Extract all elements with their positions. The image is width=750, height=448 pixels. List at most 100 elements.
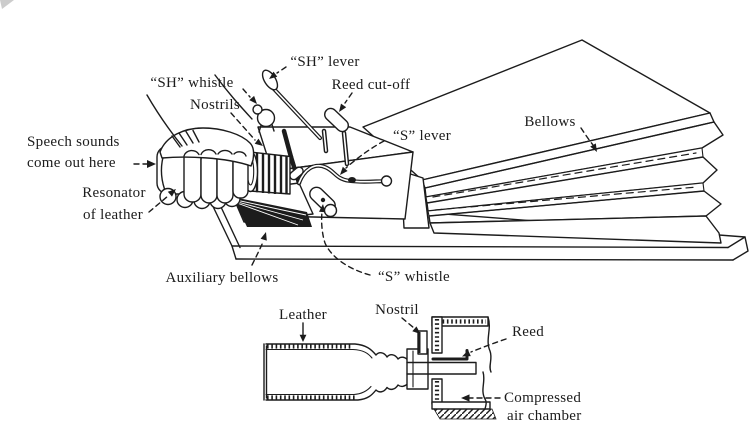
bottle-top-wall [265, 343, 409, 361]
s-lever-wire [289, 163, 393, 187]
s-whistle-dot [320, 197, 326, 203]
finger [200, 151, 218, 204]
label-speech-sounds-line1: Speech sounds [27, 134, 120, 150]
leader-bellows [580, 127, 597, 152]
label-compressed-line1: Compressed [504, 390, 581, 406]
chamber-bottom-hatch [433, 408, 497, 420]
main-figure: Speech sounds come out here Resonator of… [27, 39, 749, 286]
leader-auxiliary-bellows [251, 232, 267, 266]
label-nostrils: Nostrils [190, 97, 240, 113]
label-s-whistle: “S” whistle [378, 269, 450, 285]
bellows-board-2-dash [434, 186, 698, 211]
aux-bellows-pleat-lines [235, 199, 307, 226]
bellows-board-1-dash [432, 152, 697, 198]
leader-dash [148, 195, 169, 213]
fitting-block [406, 348, 429, 390]
leader-dash [470, 338, 507, 353]
nostril-tube-dark-1 [281, 128, 294, 160]
arrowhead [461, 394, 470, 402]
arrowhead [590, 143, 597, 152]
leader-reed [462, 338, 507, 357]
leader-dash [580, 127, 594, 146]
bellows-bottom-board [429, 215, 722, 244]
arrowhead [260, 232, 267, 241]
reed-tube [406, 361, 477, 375]
label-speech-sounds-line2: come out here [27, 155, 116, 171]
label-reed-cutoff: Reed cut-off [332, 77, 411, 93]
arrowhead [269, 71, 278, 79]
cutoff-pin-1-core [323, 130, 327, 152]
chamber-left-wall-lower [431, 378, 443, 405]
arrowhead [249, 95, 257, 104]
chamber-bottom-wall [431, 401, 491, 410]
label-auxiliary-bellows: Auxiliary bellows [165, 270, 278, 286]
label-compressed-line2: air chamber [507, 408, 582, 424]
leader-nostrils [230, 112, 263, 146]
bellows-board-2 [427, 182, 705, 217]
inset-figure: Leather Nostril Reed Compressed air cham… [263, 302, 582, 424]
sh-whistle-knob [252, 104, 263, 115]
nostril-fitting [406, 330, 429, 390]
leader-compressed-air [461, 394, 501, 402]
s-whistle-ball [323, 203, 338, 218]
leather-bottle [263, 343, 409, 401]
wrist-outline [146, 74, 253, 147]
bellows-pleat-1 [424, 121, 724, 198]
leader-lines [133, 66, 597, 276]
leader-dash [230, 112, 256, 141]
label-nostril: Nostril [375, 302, 419, 318]
label-resonator-line2: of leather [83, 207, 143, 223]
cutoff-handle [324, 107, 349, 133]
inset-leader-lines [299, 317, 507, 402]
labels: Speech sounds come out here Resonator of… [27, 54, 575, 286]
hand [146, 74, 255, 210]
leader-leather [299, 322, 307, 342]
board-right-end [727, 236, 749, 261]
chamber-torn-edge-upper [487, 316, 492, 373]
label-reed: Reed [512, 324, 544, 340]
arrowhead [167, 189, 176, 197]
s-lever-joint [348, 177, 356, 183]
label-resonator-line1: Resonator [82, 185, 146, 201]
board-front-edges [231, 245, 734, 261]
nostril-tube [417, 330, 428, 355]
label-sh-whistle: “SH” whistle [150, 75, 233, 91]
leader-dash [344, 92, 353, 104]
leader-s-lever [340, 140, 385, 175]
reed-cutoff-part [321, 107, 350, 167]
leader-sh-whistle [242, 88, 257, 104]
arrowhead [339, 103, 347, 112]
sh-whistle-neck [258, 123, 275, 133]
leader-dash [242, 88, 251, 98]
label-sh-lever: “SH” lever [290, 54, 359, 70]
s-lever-wire-core [298, 164, 384, 184]
sh-lever-part [261, 69, 322, 140]
air-chamber [431, 316, 497, 420]
knuckle-arcs [183, 149, 247, 157]
arrowhead [462, 350, 471, 357]
scan-artifact [0, 0, 14, 9]
leader-s-whistle [319, 204, 371, 276]
label-s-lever: “S” lever [393, 128, 451, 144]
leader-dash [401, 317, 415, 329]
arrowhead [147, 160, 156, 168]
leader-sh-lever [269, 66, 287, 79]
s-whistle-part [309, 186, 338, 218]
cutoff-pin-2-core [343, 132, 348, 165]
sh-lever-paddle [261, 69, 279, 91]
chamber-left-wall-upper [431, 316, 443, 354]
leader-dash [345, 140, 385, 169]
main-bellows [362, 39, 724, 244]
chamber-torn-edge-lower [482, 371, 487, 410]
arrowhead [412, 326, 421, 334]
s-lever-mount [289, 166, 304, 181]
leader-speech-sounds [133, 160, 156, 168]
sh-lever-stick-core [273, 88, 321, 139]
arrowhead [254, 138, 263, 146]
leader-dash [320, 211, 371, 276]
bottle-top-wall-inner [265, 348, 373, 359]
label-leather: Leather [279, 307, 327, 323]
sh-whistle-part [252, 104, 276, 133]
leader-dash [276, 66, 287, 74]
hand-back [159, 127, 255, 167]
